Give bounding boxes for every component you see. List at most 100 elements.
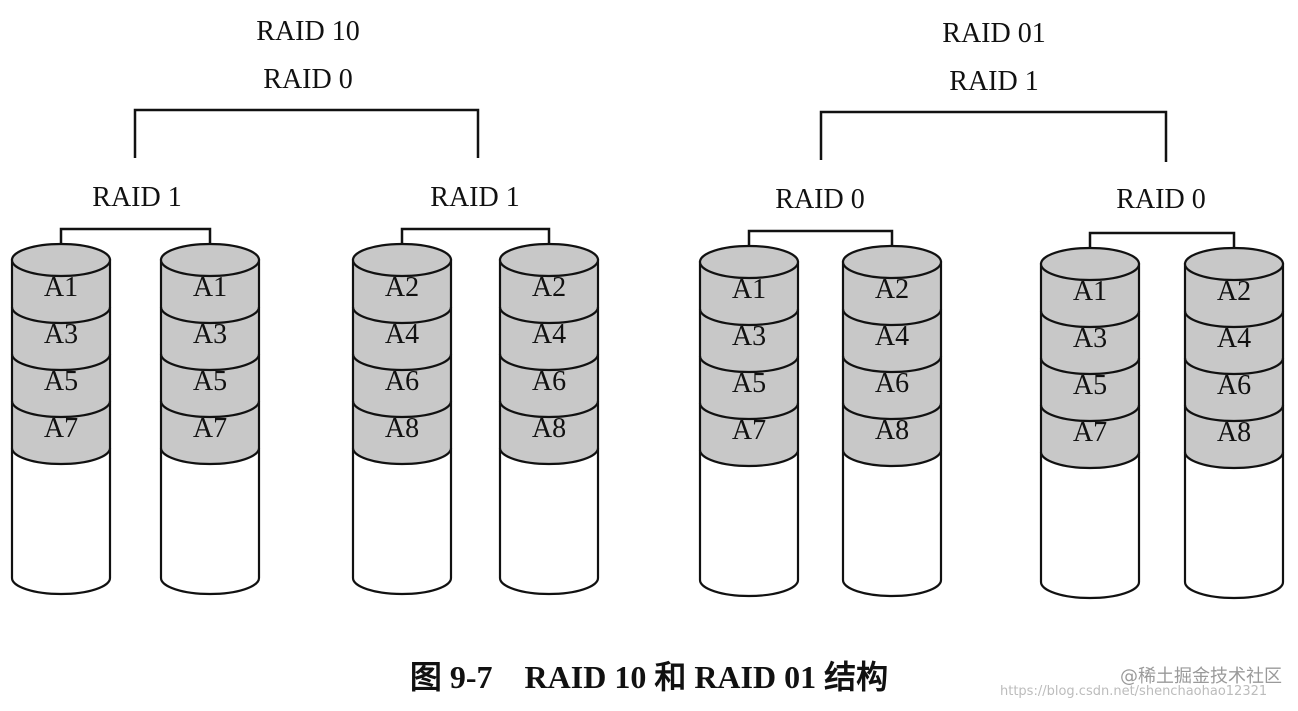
raid01-top-level-label: RAID 1 <box>949 66 1038 97</box>
raid10-top-bracket <box>133 108 480 158</box>
data-block-label: A1 <box>193 272 227 303</box>
block-separator <box>10 353 112 372</box>
disk-empty-section <box>1039 452 1141 600</box>
data-block-label: A5 <box>44 366 78 397</box>
disk-empty-section <box>498 448 600 596</box>
data-block-label: A7 <box>732 415 766 446</box>
disk-empty-section <box>159 448 261 596</box>
data-block-label: A5 <box>193 366 227 397</box>
disk-top-cap <box>498 242 600 278</box>
figure-caption: 图 9-7 RAID 10 和 RAID 01 结构 <box>409 659 889 695</box>
block-separator <box>1183 404 1285 423</box>
disk-data-section <box>498 258 600 466</box>
disk-data-section <box>698 260 800 468</box>
disk-data-section <box>1039 262 1141 470</box>
disk-data-section <box>10 258 112 466</box>
block-separator <box>351 306 453 325</box>
raid01-group-2-label: RAID 0 <box>1116 184 1205 215</box>
data-block-label: A3 <box>732 321 766 352</box>
disk-top-cap <box>10 242 112 278</box>
disk-data-section <box>159 258 261 466</box>
disk-top-cap <box>351 242 453 278</box>
disk-top-cap <box>1183 246 1285 282</box>
block-separator <box>159 400 261 419</box>
block-separator <box>841 308 943 327</box>
data-block-label: A5 <box>1073 370 1107 401</box>
block-separator <box>698 355 800 374</box>
data-block-label: A2 <box>385 272 419 303</box>
raid10-top-level-label: RAID 0 <box>263 64 352 95</box>
data-block-label: A6 <box>1217 370 1251 401</box>
block-separator <box>841 402 943 421</box>
disks-layer: A1A3A5A7A1A3A5A7A2A4A6A8A2A4A6A8A1A3A5A7… <box>10 227 1285 600</box>
disk-empty-section <box>351 448 453 596</box>
raid10-group-2-label: RAID 1 <box>430 182 519 213</box>
data-block-label: A7 <box>44 413 78 444</box>
block-separator <box>1039 310 1141 329</box>
data-block-label: A3 <box>44 319 78 350</box>
raid01-group-1-label: RAID 0 <box>775 184 864 215</box>
disk-top-cap <box>841 244 943 280</box>
block-separator <box>498 400 600 419</box>
block-separator <box>698 402 800 421</box>
block-separator <box>498 353 600 372</box>
block-separator <box>698 308 800 327</box>
disk-empty-section <box>10 448 112 596</box>
disk-data-section <box>351 258 453 466</box>
block-separator <box>10 400 112 419</box>
disk-top-cap <box>698 244 800 280</box>
data-block-label: A3 <box>193 319 227 350</box>
raid10-title: RAID 10 <box>256 16 359 47</box>
data-block-label: A6 <box>532 366 566 397</box>
data-block-label: A1 <box>732 274 766 305</box>
data-block-label: A4 <box>1217 323 1251 354</box>
disk-top-cap <box>159 242 261 278</box>
watermark-site: @稀土掘金技术社区 <box>1120 666 1282 687</box>
data-block-label: A8 <box>532 413 566 444</box>
data-block-label: A8 <box>1217 417 1251 448</box>
data-block-label: A4 <box>875 321 909 352</box>
raid01-top-bracket <box>819 110 1168 162</box>
block-separator <box>159 353 261 372</box>
block-separator <box>841 355 943 374</box>
data-block-label: A3 <box>1073 323 1107 354</box>
block-separator <box>1183 357 1285 376</box>
disk-data-section <box>1183 262 1285 470</box>
disk-empty-section <box>698 450 800 598</box>
data-block-label: A4 <box>385 319 419 350</box>
data-block-label: A2 <box>1217 276 1251 307</box>
data-block-label: A6 <box>875 368 909 399</box>
disk-empty-section <box>1183 452 1285 600</box>
block-separator <box>498 306 600 325</box>
data-block-label: A6 <box>385 366 419 397</box>
block-separator <box>351 353 453 372</box>
data-block-label: A8 <box>385 413 419 444</box>
raid01-title: RAID 01 <box>942 18 1045 49</box>
block-separator <box>351 400 453 419</box>
data-block-label: A1 <box>44 272 78 303</box>
data-block-label: A1 <box>1073 276 1107 307</box>
watermark-url: https://blog.csdn.net/shenchaohao12321 <box>1000 684 1268 699</box>
block-separator <box>1039 357 1141 376</box>
data-block-label: A2 <box>532 272 566 303</box>
data-block-label: A5 <box>732 368 766 399</box>
data-block-label: A2 <box>875 274 909 305</box>
block-separator <box>159 306 261 325</box>
data-block-label: A4 <box>532 319 566 350</box>
block-separator <box>1039 404 1141 423</box>
block-separator <box>1183 310 1285 329</box>
raid10-group-1-label: RAID 1 <box>92 182 181 213</box>
disk-data-section <box>841 260 943 468</box>
disk-empty-section <box>841 450 943 598</box>
disk-top-cap <box>1039 246 1141 282</box>
block-separator <box>10 306 112 325</box>
